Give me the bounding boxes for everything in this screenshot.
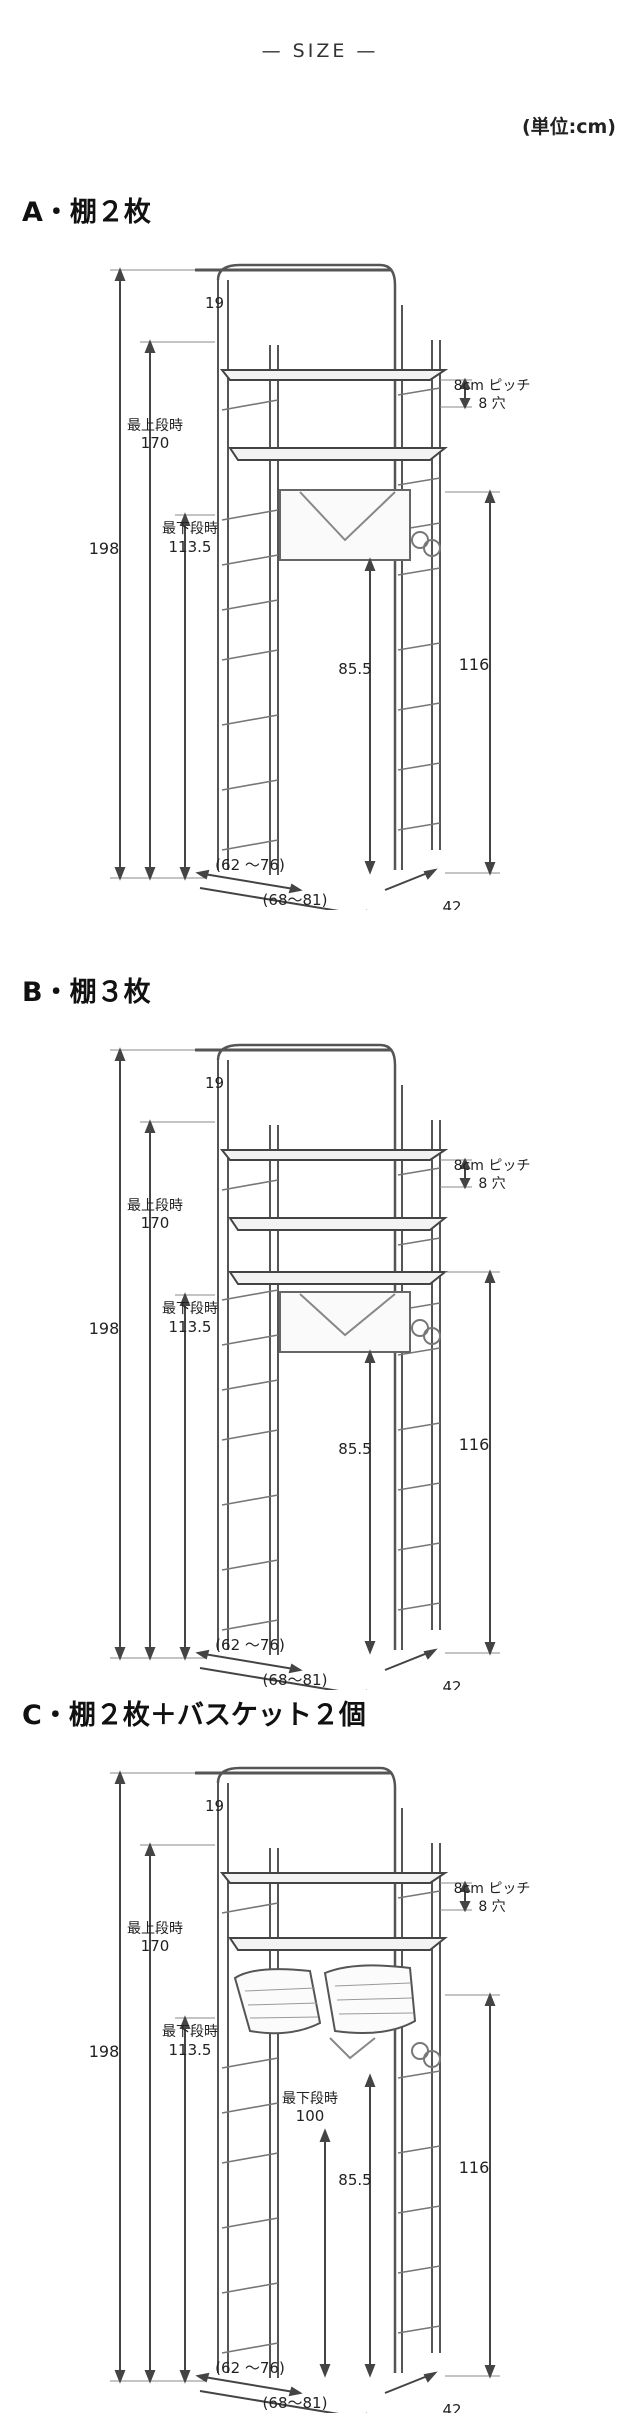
label-top-gap: 19	[205, 1797, 224, 1815]
section-title: A・棚２枚	[22, 197, 151, 228]
label-bottom-shelf-b: 113.5	[169, 2041, 212, 2059]
label-width-inner: (62 〜76)	[215, 856, 285, 874]
label-top-shelf-b: 170	[141, 434, 170, 452]
label-pitch-b: 8 穴	[478, 1176, 505, 1192]
label-top-shelf-a: 最上段時	[127, 1921, 183, 1937]
section-title: C・棚２枚＋バスケット２個	[22, 1700, 366, 1731]
rack-diagram-a: 19 198 最上段時 170 最下段時 113.5 8cm ピッチ 8 穴 8…	[89, 263, 531, 910]
label-width-outer: (68〜81)	[263, 891, 328, 909]
label-pitch-a: 8cm ピッチ	[454, 1881, 531, 1897]
rack-diagram-b: 19 198 最上段時 170 最下段時 113.5 8cm ピッチ 8 穴 8…	[89, 1043, 531, 1690]
label-depth: 42	[442, 2401, 461, 2413]
label-pitch-b: 8 穴	[478, 396, 505, 412]
label-bottom-shelf-a: 最下段時	[162, 521, 218, 537]
section-a: A・棚２枚	[0, 190, 640, 910]
label-depth: 42	[442, 1678, 461, 1690]
label-total-height: 198	[89, 2042, 120, 2061]
section-c: C・棚２枚＋バスケット２個	[0, 1693, 640, 2413]
label-inner-height: 85.5	[338, 660, 371, 678]
label-total-height: 198	[89, 539, 120, 558]
label-side-height: 116	[459, 2158, 490, 2177]
section-title: B・棚３枚	[22, 977, 151, 1008]
unit-note: (単位:cm)	[521, 116, 616, 138]
label-width-inner: (62 〜76)	[215, 2359, 285, 2377]
label-bottom-shelf-a: 最下段時	[162, 2024, 218, 2040]
label-side-height: 116	[459, 1435, 490, 1454]
label-pitch-a: 8cm ピッチ	[454, 1158, 531, 1174]
label-pitch-a: 8cm ピッチ	[454, 378, 531, 394]
label-top-shelf-b: 170	[141, 1937, 170, 1955]
label-basket-b: 100	[296, 2107, 325, 2125]
label-total-height: 198	[89, 1319, 120, 1338]
label-side-height: 116	[459, 655, 490, 674]
label-top-shelf-b: 170	[141, 1214, 170, 1232]
label-inner-height: 85.5	[338, 1440, 371, 1458]
label-inner-height: 85.5	[338, 2171, 371, 2189]
size-heading: — SIZE —	[261, 40, 379, 62]
label-width-outer: (68〜81)	[263, 1671, 328, 1689]
label-width-outer: (68〜81)	[263, 2394, 328, 2412]
label-top-shelf-a: 最上段時	[127, 418, 183, 434]
section-b: B・棚３枚	[0, 970, 640, 1690]
label-bottom-shelf-b: 113.5	[169, 1318, 212, 1336]
label-top-gap: 19	[205, 294, 224, 312]
label-depth: 42	[442, 898, 461, 910]
label-bottom-shelf-b: 113.5	[169, 538, 212, 556]
label-pitch-b: 8 穴	[478, 1899, 505, 1915]
rack-diagram-c: 19 198 最上段時 170 最下段時 113.5 8cm ピッチ 8 穴 最…	[89, 1766, 531, 2413]
label-basket-a: 最下段時	[282, 2091, 338, 2107]
label-top-shelf-a: 最上段時	[127, 1198, 183, 1214]
label-bottom-shelf-a: 最下段時	[162, 1301, 218, 1317]
label-width-inner: (62 〜76)	[215, 1636, 285, 1654]
label-top-gap: 19	[205, 1074, 224, 1092]
